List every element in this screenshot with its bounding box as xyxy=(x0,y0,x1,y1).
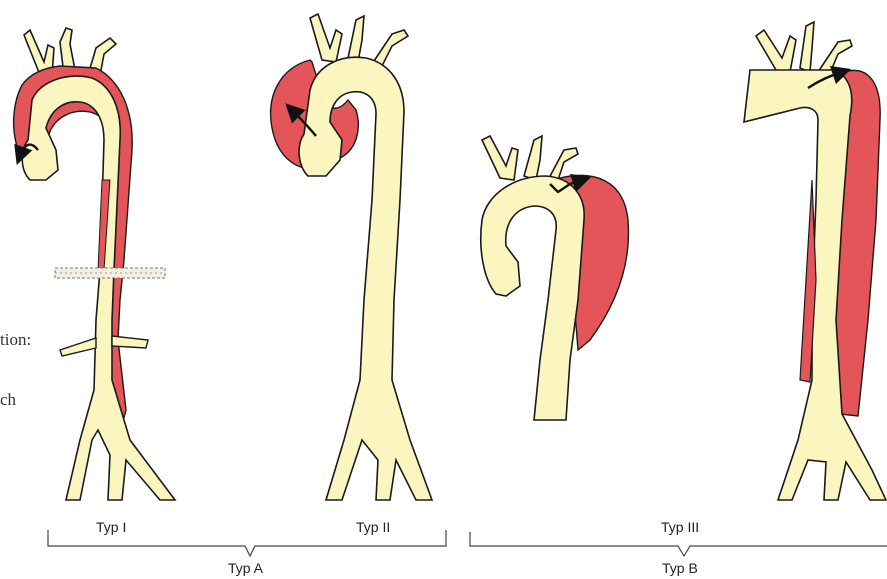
side-note-line2: ch xyxy=(0,390,31,410)
label-typ-1: Typ I xyxy=(96,519,126,535)
aorta-type-1 xyxy=(14,28,175,500)
bracket-typ-b xyxy=(470,532,887,556)
aorta-type-2 xyxy=(271,14,432,500)
aorta-type-3 xyxy=(481,136,629,420)
label-typ-3: Typ III xyxy=(661,519,699,535)
side-note-line1: tion: xyxy=(0,330,31,350)
graft-stitch-icon xyxy=(55,268,165,278)
aorta-type-3b xyxy=(744,22,886,500)
label-group-a: Typ A xyxy=(228,560,263,576)
true-lumen-3 xyxy=(481,176,584,420)
true-lumen-1 xyxy=(22,76,175,500)
label-group-b: Typ B xyxy=(662,560,698,576)
label-typ-2: Typ II xyxy=(356,519,390,535)
side-note: tion: ch xyxy=(0,290,31,430)
true-lumen-2 xyxy=(299,57,432,500)
